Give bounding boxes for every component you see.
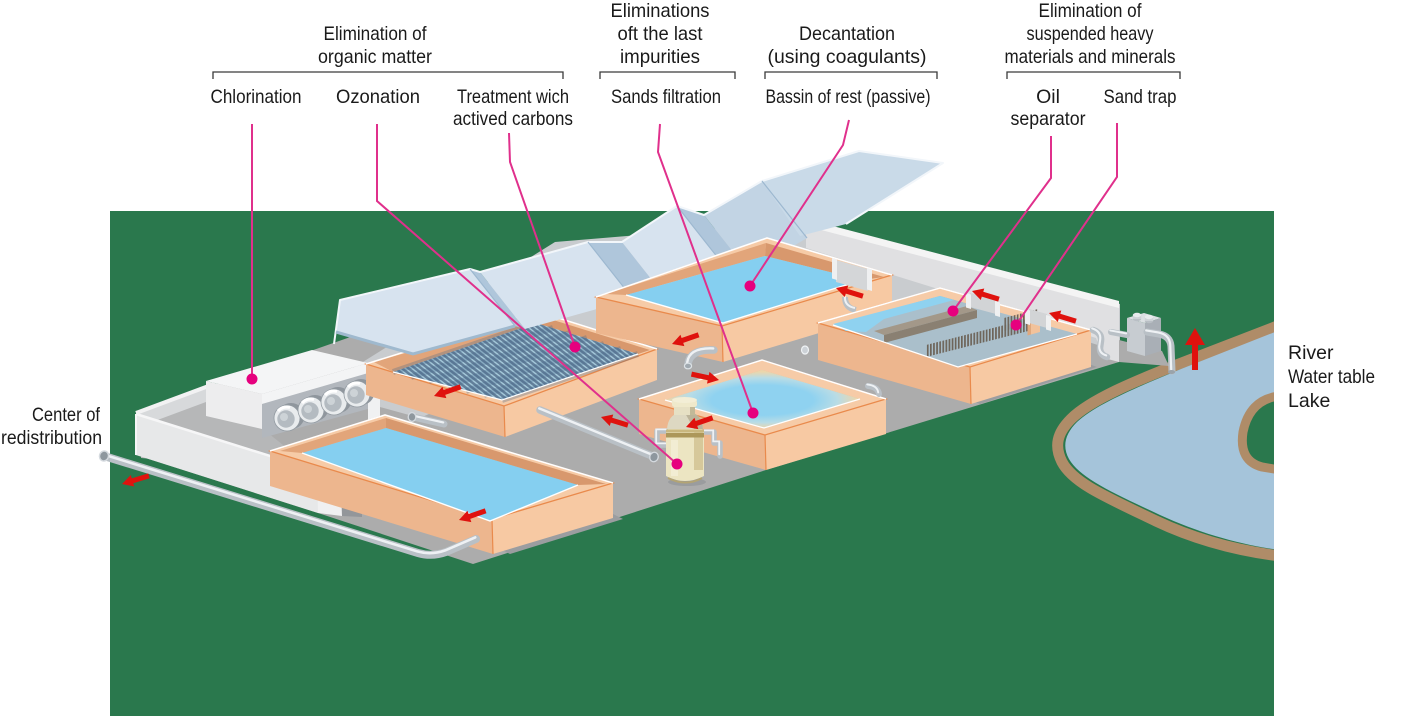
svg-text:Water table: Water table [1288,366,1375,388]
svg-text:Bassin of rest (passive): Bassin of rest (passive) [766,86,931,108]
svg-text:redistribution: redistribution [1,427,102,449]
svg-text:Lake: Lake [1288,390,1330,412]
svg-text:Sands filtration: Sands filtration [611,86,721,108]
svg-text:oft the last: oft the last [618,23,704,45]
svg-text:Center of: Center of [32,404,100,426]
svg-text:impurities: impurities [620,46,700,68]
svg-text:Oil: Oil [1036,86,1060,108]
svg-text:organic matter: organic matter [318,46,432,68]
svg-text:Decantation: Decantation [799,23,895,45]
svg-text:Chlorination: Chlorination [211,86,302,108]
svg-text:Elimination of: Elimination of [1039,0,1143,22]
svg-text:Ozonation: Ozonation [336,86,420,108]
svg-text:Sand trap: Sand trap [1104,86,1177,108]
svg-text:Eliminations: Eliminations [611,0,710,22]
svg-text:materials and minerals: materials and minerals [1005,46,1176,68]
svg-text:suspended heavy: suspended heavy [1027,23,1154,45]
svg-text:River: River [1288,342,1334,364]
svg-text:Treatment wich: Treatment wich [457,86,569,108]
svg-text:separator: separator [1011,108,1086,130]
svg-text:Elimination of: Elimination of [324,23,428,45]
svg-text:actived carbons: actived carbons [453,108,573,130]
svg-text:(using coagulants): (using coagulants) [768,46,927,68]
